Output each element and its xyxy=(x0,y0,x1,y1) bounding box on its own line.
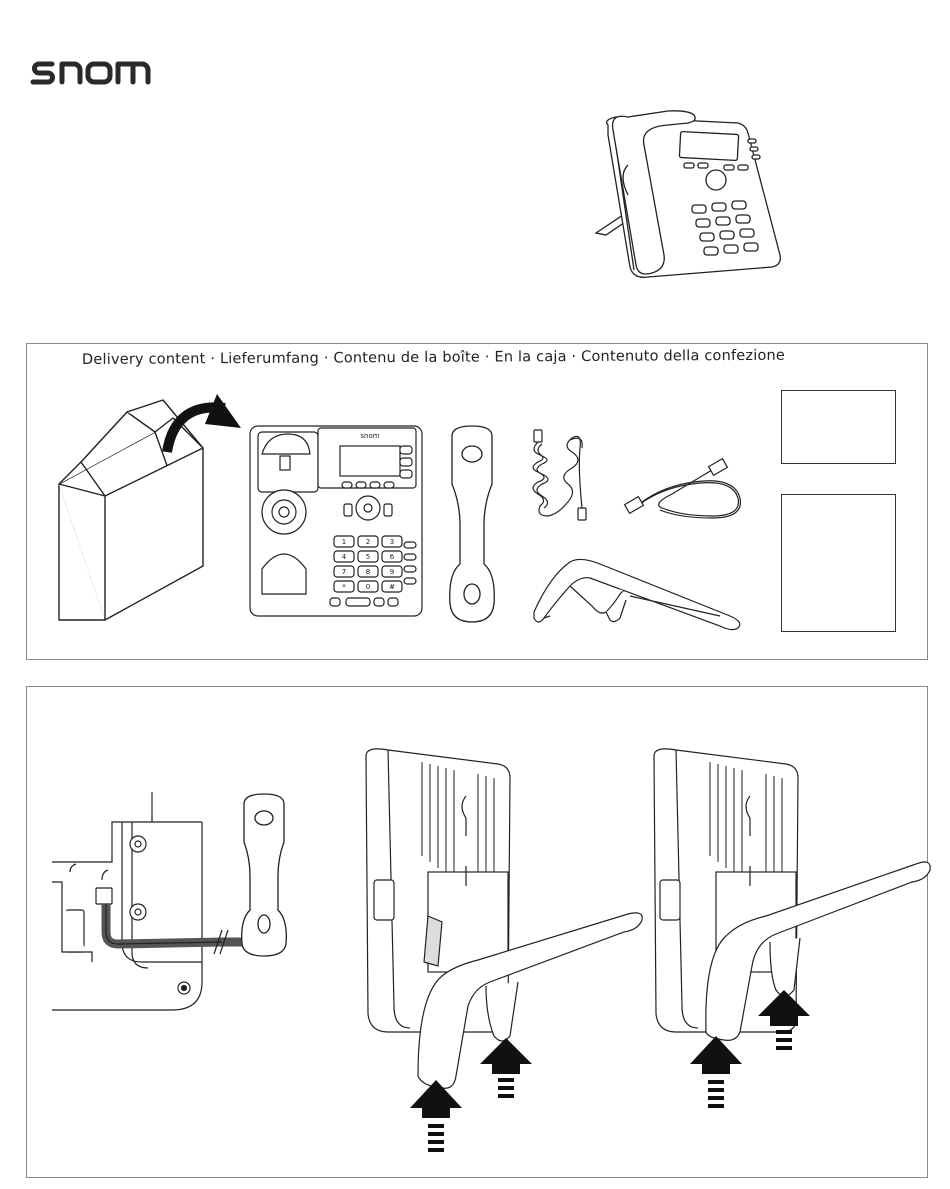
coiled-handset-cord-icon xyxy=(528,428,590,524)
phone-stand-icon xyxy=(530,556,744,632)
key-6: 6 xyxy=(390,553,395,561)
key-8: 8 xyxy=(366,568,370,576)
handset-cord-connection-icon xyxy=(52,792,292,1012)
desk-phone-perspective-icon xyxy=(588,105,788,285)
handset-icon xyxy=(446,424,498,624)
ethernet-cable-icon xyxy=(622,458,744,520)
phone-brand-text: snom xyxy=(360,432,379,440)
key-hash: # xyxy=(389,583,395,591)
snom-logo: snom xyxy=(30,50,154,90)
desk-phone-icon: 1 2 3 4 5 6 7 8 9 * 0 # snom xyxy=(248,424,424,618)
key-star: * xyxy=(342,583,346,591)
stand-attach-lower-position-icon xyxy=(358,746,648,1154)
key-2: 2 xyxy=(366,538,370,546)
key-3: 3 xyxy=(390,538,394,546)
key-9: 9 xyxy=(390,568,394,576)
quick-guide-document-icon xyxy=(781,390,896,464)
stand-attach-upper-position-icon xyxy=(646,746,936,1114)
key-0: 0 xyxy=(366,583,370,591)
key-5: 5 xyxy=(366,553,370,561)
key-7: 7 xyxy=(342,568,346,576)
box-open-icon xyxy=(55,392,245,622)
key-1: 1 xyxy=(342,538,346,546)
manual-document-icon xyxy=(781,494,896,632)
key-4: 4 xyxy=(342,553,347,561)
